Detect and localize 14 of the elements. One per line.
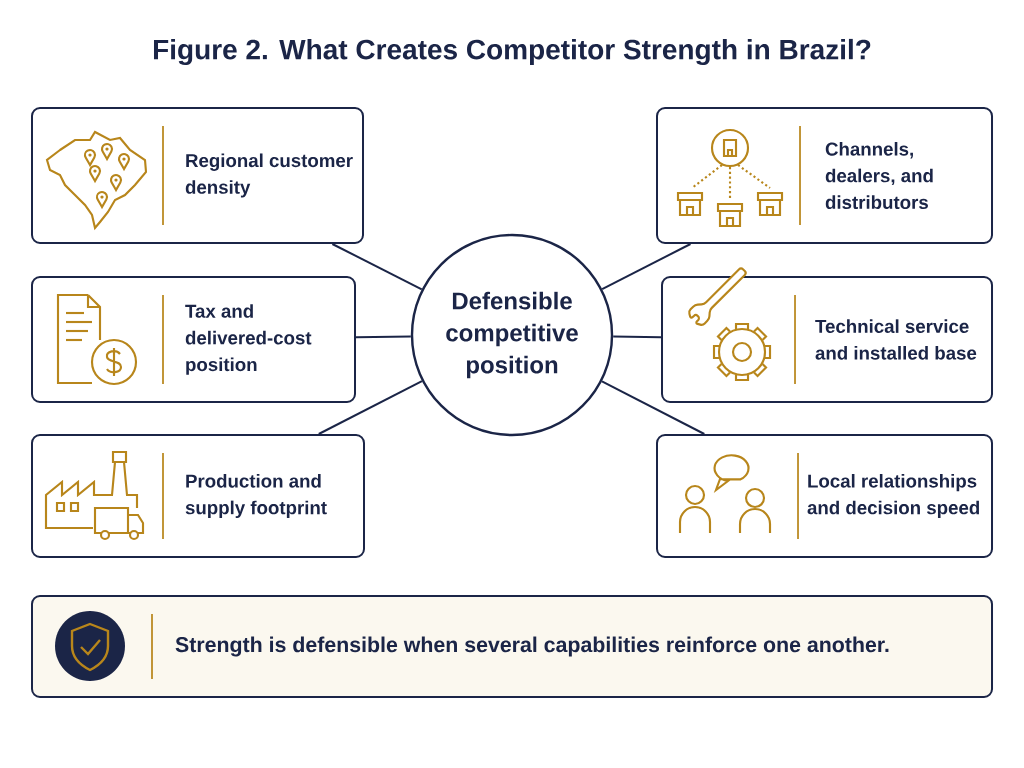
factor-card: Production and supply footprint	[31, 434, 365, 558]
title: Figure 2. What Creates Competitor Strength in Brazil?	[154, 38, 871, 66]
connector-line	[601, 380, 706, 435]
factor-card: Channels, dealers, and distributors	[656, 107, 993, 244]
factor-card: Technical service and installed base	[661, 276, 993, 403]
connector-line	[601, 243, 692, 291]
summary-banner: Strength is defensible when several capabilities reinforce one another.	[31, 595, 993, 698]
connector-line	[331, 243, 423, 291]
factor-card: Local relationships and decision speed	[656, 434, 993, 558]
connector-line	[355, 335, 412, 339]
connector-line	[317, 380, 423, 435]
connector-line	[612, 335, 662, 339]
factor-card: Tax and delivered-cost position	[31, 276, 356, 403]
factor-card: Regional customer density	[31, 107, 364, 244]
